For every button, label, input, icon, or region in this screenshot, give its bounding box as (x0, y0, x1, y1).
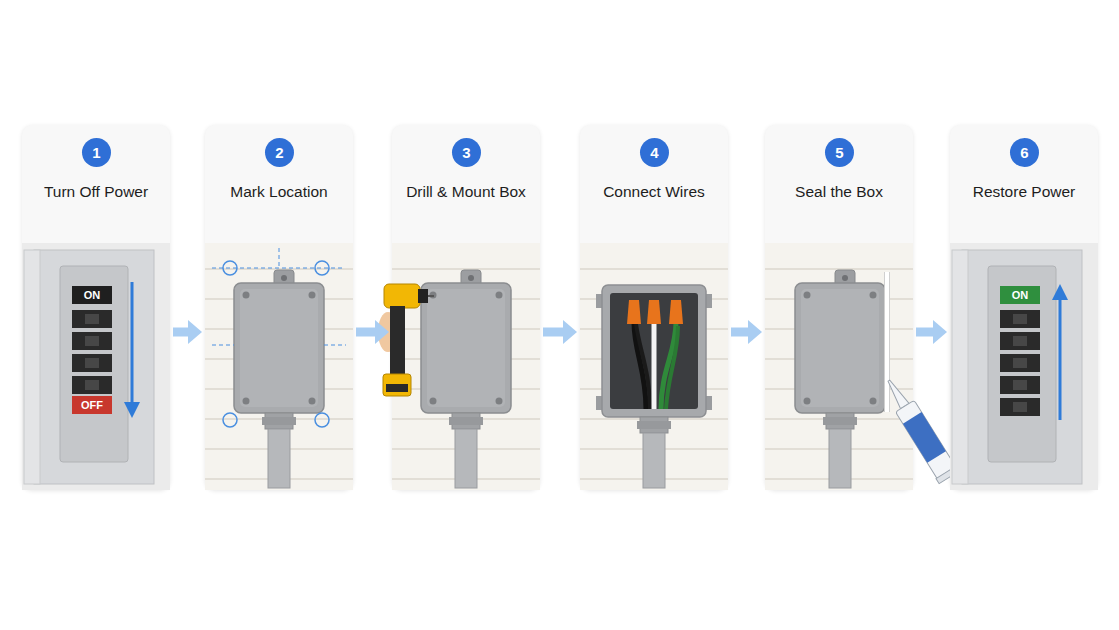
step-number: 4 (650, 144, 658, 161)
step-card: Drill & Mount Box 3 (392, 125, 540, 490)
step-card: Seal the Box 5 (765, 125, 913, 490)
step-number: 6 (1020, 144, 1028, 161)
step-number-badge: 1 (82, 138, 111, 167)
step-number-badge: 5 (825, 138, 854, 167)
step-title: Restore Power (950, 182, 1098, 202)
flow-arrow (731, 328, 748, 337)
step-number-badge: 2 (265, 138, 294, 167)
card-text-group: Seal the Box (765, 182, 913, 202)
step-number: 3 (462, 144, 470, 161)
card-text-group: Turn Off Power (22, 182, 170, 202)
card-text-group: Connect Wires (580, 182, 728, 202)
breaker-state-label: OFF (72, 396, 112, 414)
step-number-badge: 6 (1010, 138, 1039, 167)
step-title: Connect Wires (580, 182, 728, 202)
card-text-group: Restore Power (950, 182, 1098, 202)
flow-arrow (356, 328, 375, 337)
step-number: 2 (275, 144, 283, 161)
step-number-badge: 4 (640, 138, 669, 167)
step-card: Turn Off Power 1 (22, 125, 170, 490)
flow-arrow (916, 328, 933, 337)
breaker-state-label: ON (1000, 286, 1040, 304)
step-title: Mark Location (205, 182, 353, 202)
flow-arrow (543, 328, 563, 337)
breaker-state-label: ON (72, 286, 112, 304)
card-text-group: Drill & Mount Box (392, 182, 540, 202)
step-card: Mark Location 2 (205, 125, 353, 490)
card-text-group: Mark Location (205, 182, 353, 202)
flow-arrow (173, 328, 188, 337)
step-title: Turn Off Power (22, 182, 170, 202)
step-number-badge: 3 (452, 138, 481, 167)
step-number: 1 (92, 144, 100, 161)
step-number: 5 (835, 144, 843, 161)
step-card: Connect Wires 4 (580, 125, 728, 490)
step-title: Seal the Box (765, 182, 913, 202)
step-title: Drill & Mount Box (392, 182, 540, 202)
step-card: Restore Power 6 (950, 125, 1098, 490)
